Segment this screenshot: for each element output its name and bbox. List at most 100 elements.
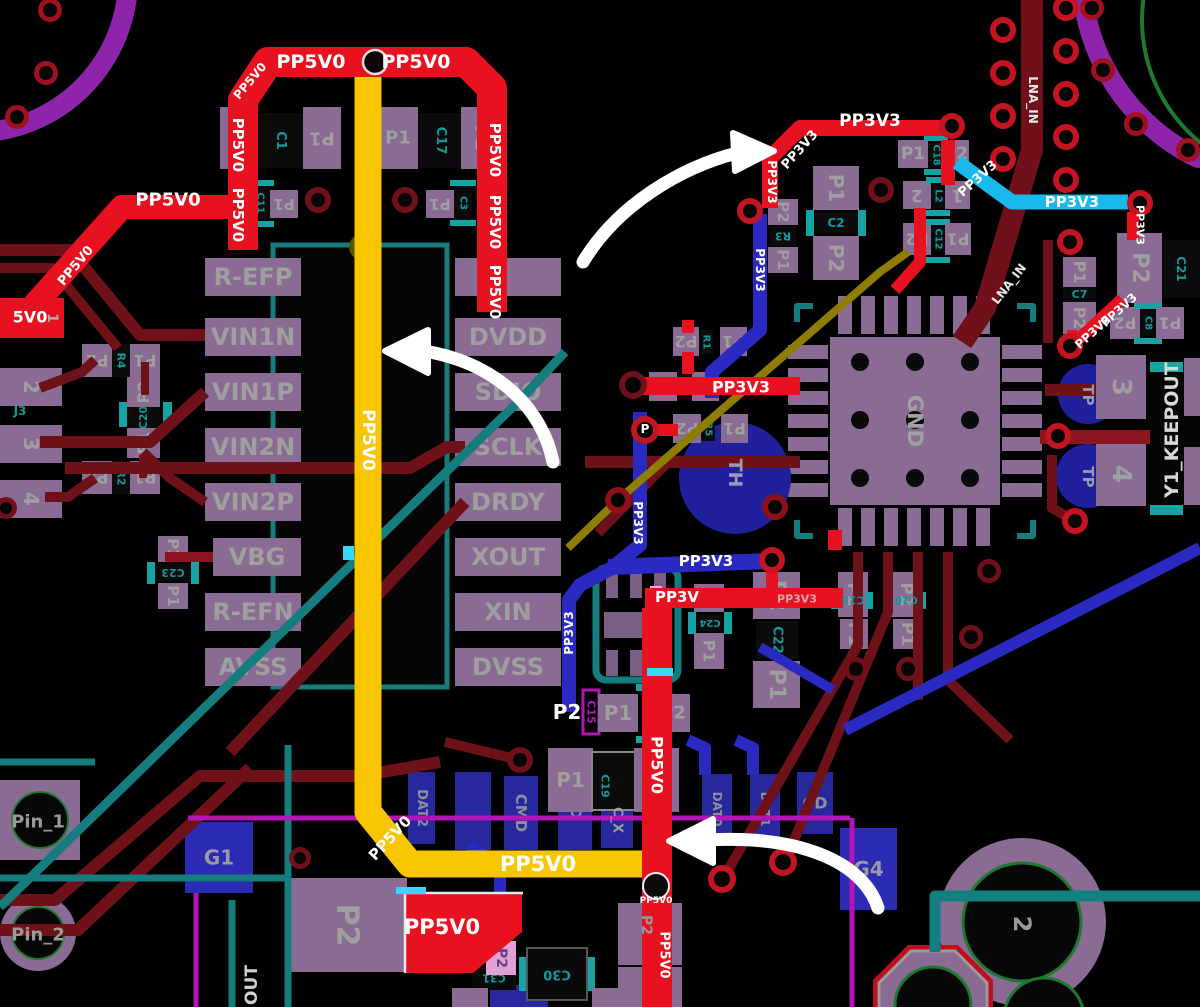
via[interactable] xyxy=(5,105,29,129)
cap-c12[interactable]: C12 xyxy=(931,227,945,251)
ic-pin-vbg[interactable]: VBG xyxy=(213,538,301,576)
circle[interactable] xyxy=(11,791,69,849)
rect[interactable] xyxy=(926,257,950,263)
net-label-lna-in[interactable]: LNA_IN xyxy=(1025,76,1040,123)
net-label-pp5v0[interactable]: PP5V0 xyxy=(640,896,673,906)
via[interactable] xyxy=(1045,423,1071,449)
trace-blue[interactable] xyxy=(685,734,711,775)
net-label-pp5v0[interactable]: PP5V0 xyxy=(500,852,576,876)
pad[interactable]: P1 xyxy=(378,107,418,169)
pad-blue[interactable] xyxy=(455,772,491,850)
via[interactable] xyxy=(1053,38,1079,64)
ic-pin-drdy[interactable]: DRDY xyxy=(455,483,561,521)
trace-inner[interactable] xyxy=(65,441,465,474)
trace-teal[interactable] xyxy=(929,890,1200,952)
via[interactable] xyxy=(1057,333,1083,359)
rect[interactable] xyxy=(924,169,948,175)
res-r1[interactable]: R1 xyxy=(699,330,713,354)
rect[interactable] xyxy=(587,957,595,991)
pad-label-pin1[interactable]: Pin_1 xyxy=(11,812,65,833)
circle[interactable] xyxy=(961,353,979,371)
cap-c2[interactable]: C2 xyxy=(815,212,857,234)
net-label-pp3v3[interactable]: PP3V3 xyxy=(1134,205,1147,245)
circle[interactable] xyxy=(851,469,869,487)
pad[interactable]: P1 xyxy=(898,140,928,168)
trace-inner[interactable] xyxy=(719,552,863,880)
rect[interactable] xyxy=(450,220,476,226)
mount-hole[interactable] xyxy=(1003,976,1085,1007)
trace-blue[interactable] xyxy=(757,642,836,695)
via[interactable] xyxy=(990,17,1016,43)
net-label-pp5v0[interactable]: PP5V0 xyxy=(135,190,200,211)
line[interactable] xyxy=(1017,303,1036,322)
via[interactable] xyxy=(1053,0,1079,21)
trace-blue[interactable] xyxy=(842,542,1200,736)
ic-pin-vin1n[interactable]: VIN1N xyxy=(205,318,301,356)
cap-c18[interactable]: C18 xyxy=(928,143,944,167)
qfn-pads-bottom[interactable] xyxy=(838,508,990,546)
via[interactable] xyxy=(1053,167,1079,193)
pad[interactable]: 1 xyxy=(945,181,970,209)
trace-blue[interactable] xyxy=(733,734,759,775)
keepout-label[interactable]: Y1_KEEPOUT xyxy=(1161,362,1183,499)
via[interactable] xyxy=(737,198,763,224)
via[interactable] xyxy=(0,497,17,519)
via[interactable] xyxy=(1080,0,1104,20)
trace-red[interactable] xyxy=(828,530,842,550)
pad-label[interactable]: P2 xyxy=(638,915,654,935)
net-label-pp3v3[interactable]: PP3V3 xyxy=(562,611,576,655)
res-r4[interactable]: R4 xyxy=(112,344,130,377)
via[interactable] xyxy=(1127,190,1153,216)
pad[interactable]: P1 xyxy=(426,190,454,218)
circle[interactable] xyxy=(906,411,924,429)
rect[interactable] xyxy=(858,210,866,236)
rect[interactable] xyxy=(246,221,274,227)
zone-red-pp5v0[interactable] xyxy=(405,893,522,973)
trace-inner[interactable] xyxy=(225,497,470,757)
testpoint-label[interactable]: TH xyxy=(724,459,746,488)
cap-c17[interactable]: C17 xyxy=(418,113,463,168)
pad[interactable]: P1 xyxy=(721,414,748,443)
trace-inner[interactable] xyxy=(0,763,255,936)
net-label-pp3v3[interactable]: PP3V3 xyxy=(839,111,901,131)
trace-inner[interactable] xyxy=(139,448,208,507)
trace-blue-pp3v3[interactable] xyxy=(705,214,767,398)
rect[interactable] xyxy=(163,402,172,427)
cap-c3[interactable]: C3 xyxy=(454,186,472,220)
via[interactable] xyxy=(1053,81,1079,107)
via[interactable] xyxy=(939,113,965,139)
via[interactable] xyxy=(990,146,1016,172)
trace-inner[interactable] xyxy=(38,356,99,393)
via[interactable] xyxy=(361,48,389,76)
trace-red[interactable] xyxy=(890,208,926,294)
trace-inner[interactable] xyxy=(40,387,210,448)
ic-pin-vin1p[interactable]: VIN1P xyxy=(205,373,301,411)
rect[interactable] xyxy=(924,135,948,141)
pad[interactable]: P2 xyxy=(813,236,859,280)
rect[interactable] xyxy=(926,219,950,225)
y1-pad-3[interactable]: 3 xyxy=(1096,355,1146,419)
cap-c19-body[interactable] xyxy=(591,751,637,811)
via[interactable] xyxy=(392,187,418,213)
rect[interactable] xyxy=(1150,362,1183,372)
cap-c21[interactable]: C21 xyxy=(1162,240,1200,298)
ref-c15[interactable]: C15 xyxy=(585,700,598,723)
trace-inner[interactable] xyxy=(781,552,893,862)
net-label-pp5v0[interactable]: PP5V0 xyxy=(648,736,667,794)
pad[interactable]: P1 xyxy=(548,748,593,812)
via[interactable] xyxy=(896,657,920,681)
via[interactable] xyxy=(642,872,670,900)
via[interactable] xyxy=(507,747,533,773)
via[interactable] xyxy=(605,487,631,513)
y1-pad-4[interactable]: 4 xyxy=(1096,442,1146,506)
rect[interactable] xyxy=(1134,338,1162,344)
net-label-pp3v3[interactable]: PP3V3 xyxy=(679,552,733,570)
rect[interactable] xyxy=(246,180,274,186)
via[interactable] xyxy=(1091,58,1115,82)
pad[interactable]: P2 xyxy=(1117,233,1162,303)
pad-dat2[interactable]: DAT2 xyxy=(408,772,435,844)
ic-pin-vin2n[interactable]: VIN2N xyxy=(205,428,301,466)
pad[interactable]: P1 xyxy=(813,166,859,210)
rect[interactable] xyxy=(630,572,642,598)
